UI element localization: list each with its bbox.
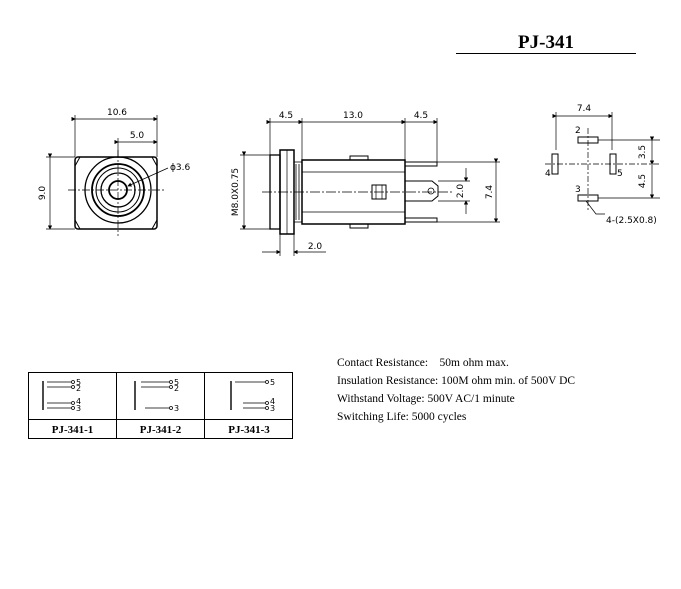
variant-2-pin-3: 3 [174, 404, 179, 413]
side-left-dim: 4.5 [279, 111, 293, 121]
front-half-dim: 5.0 [130, 131, 145, 141]
front-hole-dim: ϕ3.6 [170, 163, 191, 173]
variant-3-pin-3: 3 [270, 404, 275, 413]
front-width-dim: 10.6 [107, 108, 127, 118]
variant-3-pin-5: 5 [270, 378, 275, 387]
side-flange-dim: 2.0 [308, 242, 323, 252]
pad-label-4: 4 [545, 169, 551, 179]
specifications: Contact Resistance: 50m ohm max. Insulat… [337, 354, 575, 426]
spec-withstand-voltage: Withstand Voltage: 500V AC/1 minute [337, 393, 515, 405]
footprint-view [545, 112, 660, 215]
side-pin-dim: 2.0 [456, 184, 466, 199]
side-pin-top [404, 161, 438, 167]
side-body-dim: 13.0 [343, 111, 363, 121]
front-body-chamfers [74, 156, 158, 230]
pad-label-3: 3 [575, 185, 581, 195]
variant-table: 5 2 4 3 PJ-341-1 5 2 3 PJ-341-2 5 4 3 PJ… [28, 372, 293, 439]
side-bottom-tab [349, 223, 369, 229]
spec-switching-life: Switching Life: 5000 cycles [337, 411, 467, 423]
variant-1-pin-3: 3 [76, 404, 81, 413]
variant-1-pin-2: 2 [76, 384, 81, 393]
variant-cell-3: 5 4 3 PJ-341-3 [205, 373, 293, 438]
side-pin-bottom [404, 217, 438, 223]
footprint-width-dim: 7.4 [577, 104, 592, 114]
front-view [46, 115, 169, 236]
variant-1-pin-4: 4 [76, 397, 81, 406]
footprint-upper-dim: 3.5 [638, 145, 648, 159]
variant-cell-1: 5 2 4 3 PJ-341-1 [29, 373, 117, 438]
pad-label-2: 2 [575, 126, 581, 136]
variant-3-schematic: 5 4 3 [230, 378, 275, 413]
side-thread-label: M8.0X0.75 [231, 168, 241, 216]
variant-divider [29, 419, 292, 420]
footprint-lower-dim: 4.5 [638, 174, 648, 188]
side-pin-middle [404, 180, 439, 202]
variant-2-pin-5: 5 [174, 378, 179, 387]
side-view [240, 118, 500, 256]
side-height-dim: 7.4 [485, 185, 495, 200]
front-height-dim: 9.0 [38, 186, 48, 201]
variant-2-schematic: 5 2 3 [134, 378, 179, 413]
drawing-title: PJ-341 [518, 32, 574, 53]
variant-1-label: PJ-341-1 [51, 424, 94, 436]
variant-1-schematic: 5 2 4 3 [42, 378, 81, 413]
pad-label-5: 5 [617, 169, 623, 179]
side-top-tab [349, 155, 369, 161]
variant-1-pin-5: 5 [76, 378, 81, 387]
spec-insulation-resistance: Insulation Resistance: 100M ohm min. of … [337, 375, 576, 387]
variant-3-label: PJ-341-3 [228, 424, 270, 436]
variant-2-pin-2: 2 [174, 384, 179, 393]
variant-3-pin-4: 4 [270, 397, 275, 406]
side-right-dim: 4.5 [414, 111, 428, 121]
spec-contact-resistance: Contact Resistance: 50m ohm max. [337, 357, 509, 369]
variant-2-label: PJ-341-2 [139, 424, 182, 436]
pad-size-note: 4-(2.5X0.8) [606, 216, 657, 226]
variant-cell-2: 5 2 3 PJ-341-2 [117, 373, 205, 438]
title-underline [456, 53, 636, 54]
